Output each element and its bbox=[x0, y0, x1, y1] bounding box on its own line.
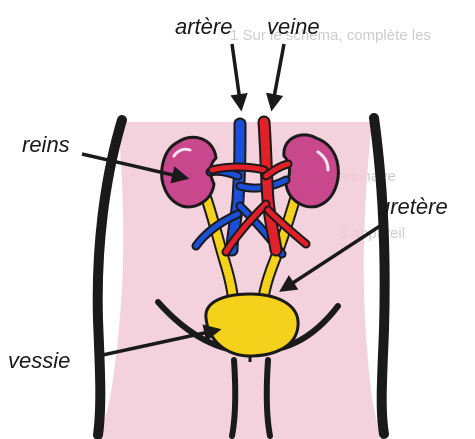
background-text-line-1: 1 Sur le schéma, complète les bbox=[230, 27, 431, 44]
bladder bbox=[206, 294, 298, 356]
label-artery: artère bbox=[175, 14, 232, 39]
label-vein: veine bbox=[267, 14, 320, 39]
label-ureter: uretère bbox=[378, 194, 448, 219]
label-bladder: vessie bbox=[8, 348, 70, 373]
vein-arrow bbox=[272, 44, 284, 108]
label-kidneys: reins bbox=[22, 132, 70, 157]
body-outline-right bbox=[374, 118, 385, 434]
leg-line-right bbox=[267, 360, 270, 436]
artery-arrow bbox=[232, 44, 241, 108]
kidney-right bbox=[284, 135, 339, 207]
leg-line-left bbox=[232, 360, 235, 436]
